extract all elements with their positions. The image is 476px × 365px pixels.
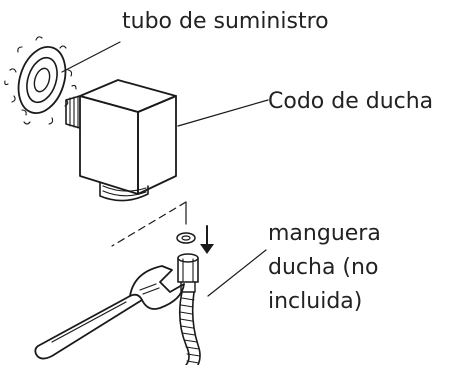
label-supply-pipe: tubo de suministro: [122, 9, 329, 34]
hose-nut-icon: [177, 253, 199, 293]
label-hose-line3: incluida): [268, 289, 362, 314]
label-shower-elbow: Codo de ducha: [268, 89, 433, 114]
leader-hose: [207, 249, 267, 297]
leader-supply-pipe: [61, 41, 121, 73]
down-arrow-icon: [200, 225, 214, 254]
hose-icon: [178, 291, 201, 365]
washer-icon: [176, 232, 196, 244]
wrench-icon: [34, 265, 185, 360]
label-hose-line2: ducha (no: [268, 255, 378, 280]
leader-lines: [61, 41, 269, 297]
wall-fitting-icon: [4, 36, 77, 125]
leader-shower-elbow: [177, 99, 269, 127]
shower-elbow-icon: [65, 79, 177, 202]
alignment-lines: [111, 201, 187, 247]
label-hose-line1: manguera: [268, 221, 381, 246]
